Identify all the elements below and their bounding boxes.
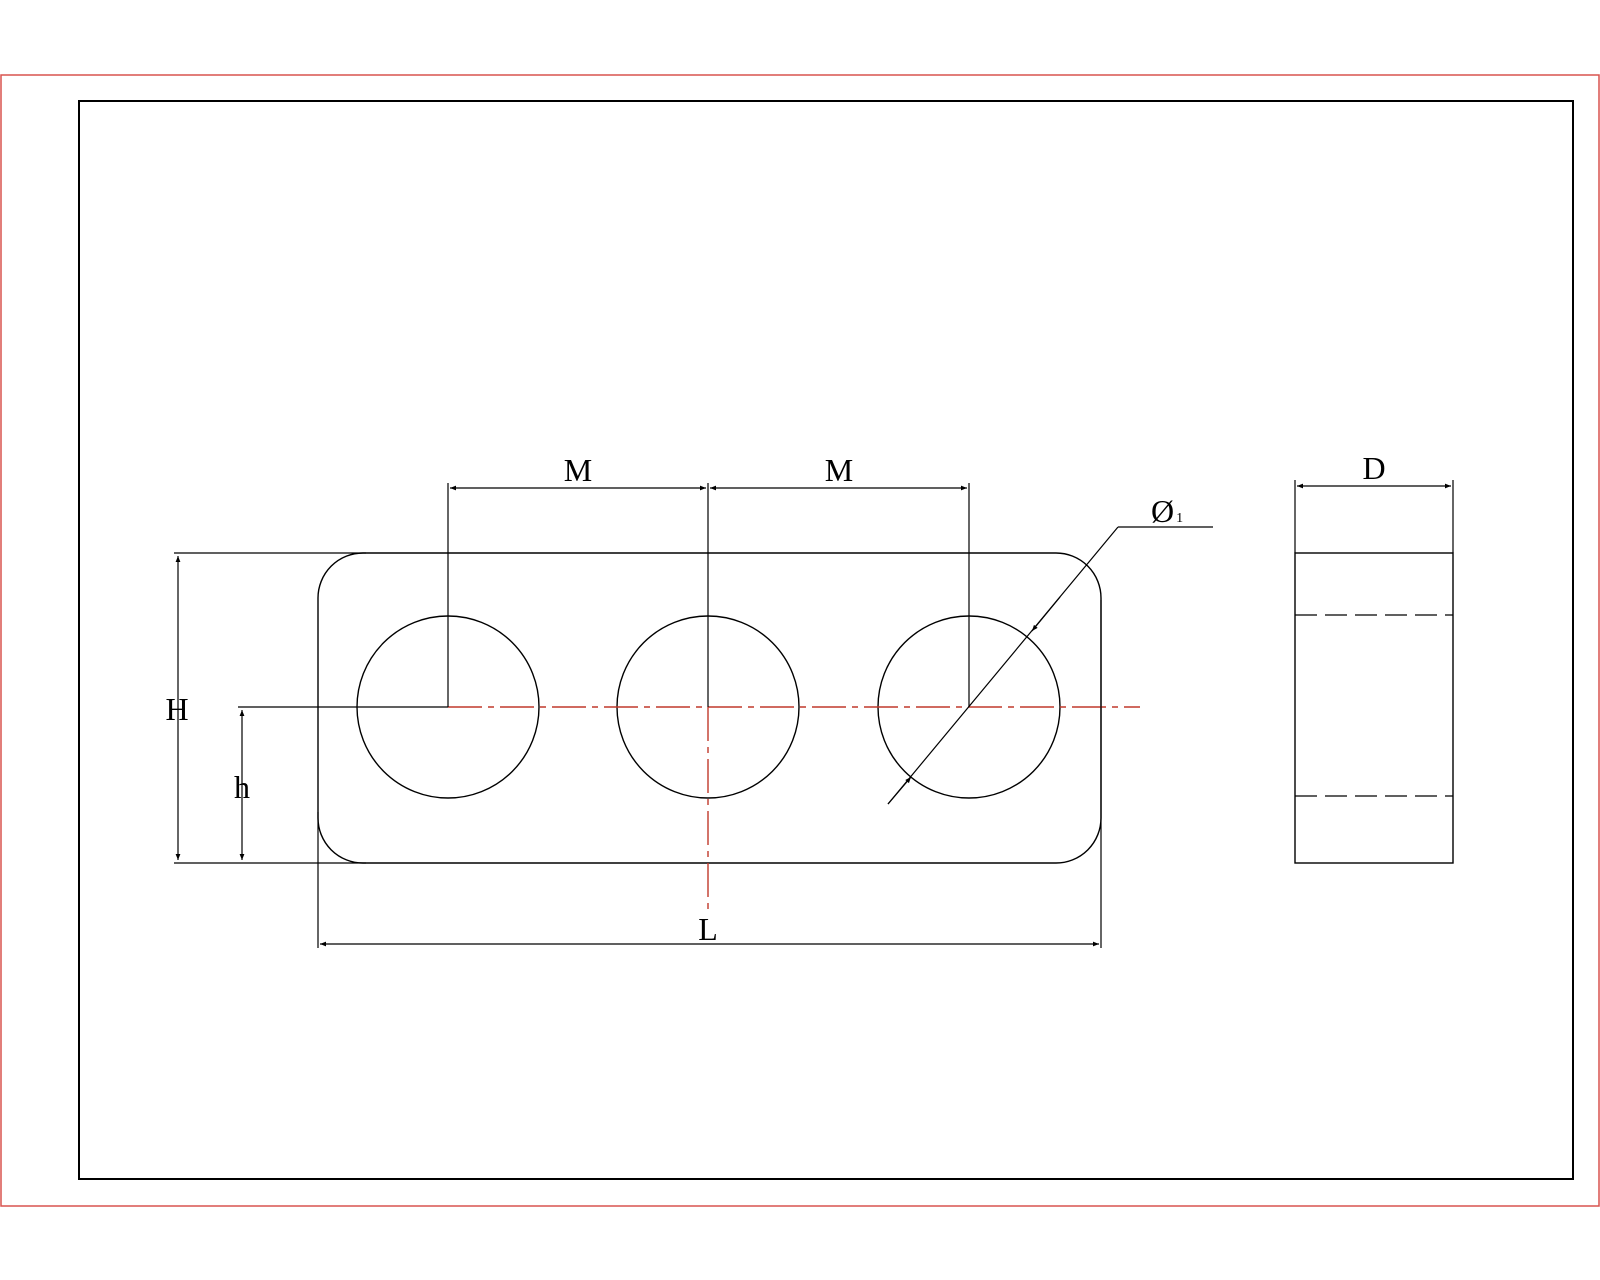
hole-height-label: h	[234, 769, 250, 805]
side-view-outline	[1294, 552, 1454, 864]
diameter-arrow-upper	[1031, 596, 1061, 632]
length-label: L	[698, 911, 718, 947]
depth-label: D	[1362, 450, 1385, 486]
height-label: H	[165, 691, 188, 727]
plate-outline	[317, 552, 1102, 864]
inner-frame-border	[78, 100, 1574, 1180]
m-label-right: M	[825, 452, 853, 488]
diameter-arrow-lower	[887, 776, 912, 805]
outer-sheet-border	[0, 74, 1600, 1207]
m-label-left: M	[564, 452, 592, 488]
diameter-leader-line	[887, 526, 1119, 805]
